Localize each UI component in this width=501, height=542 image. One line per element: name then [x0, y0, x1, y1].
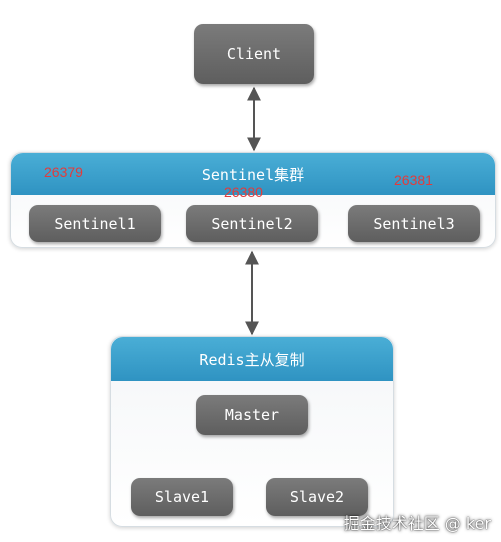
- replication-title: Redis主从复制: [199, 350, 305, 369]
- slave-node: Slave1: [131, 478, 233, 516]
- sentinel-node: Sentinel1: [29, 205, 161, 242]
- master-label: Master: [224, 406, 280, 424]
- sentinel-node: Sentinel2: [186, 205, 318, 242]
- port-label: 26381: [394, 172, 433, 188]
- replication-header: Redis主从复制: [111, 337, 393, 381]
- client-label: Client: [226, 45, 282, 63]
- sentinel-cluster-group: Sentinel集群: [10, 152, 496, 248]
- sentinel-cluster-title: Sentinel集群: [201, 165, 305, 184]
- sentinel-node-label: Sentinel3: [373, 214, 455, 233]
- slave-label: Slave2: [289, 488, 345, 506]
- master-node: Master: [196, 395, 308, 435]
- slave-label: Slave1: [154, 488, 210, 506]
- watermark: 掘金技术社区 @ ker: [343, 514, 491, 533]
- port-label: 26380: [224, 184, 263, 200]
- sentinel-cluster-header: Sentinel集群: [11, 153, 495, 195]
- sentinel-node-label: Sentinel1: [54, 214, 136, 233]
- port-label: 26379: [44, 164, 83, 180]
- sentinel-node: Sentinel3: [348, 205, 480, 242]
- client-node: Client: [194, 24, 314, 84]
- slave-node: Slave2: [266, 478, 368, 516]
- sentinel-node-label: Sentinel2: [211, 214, 293, 233]
